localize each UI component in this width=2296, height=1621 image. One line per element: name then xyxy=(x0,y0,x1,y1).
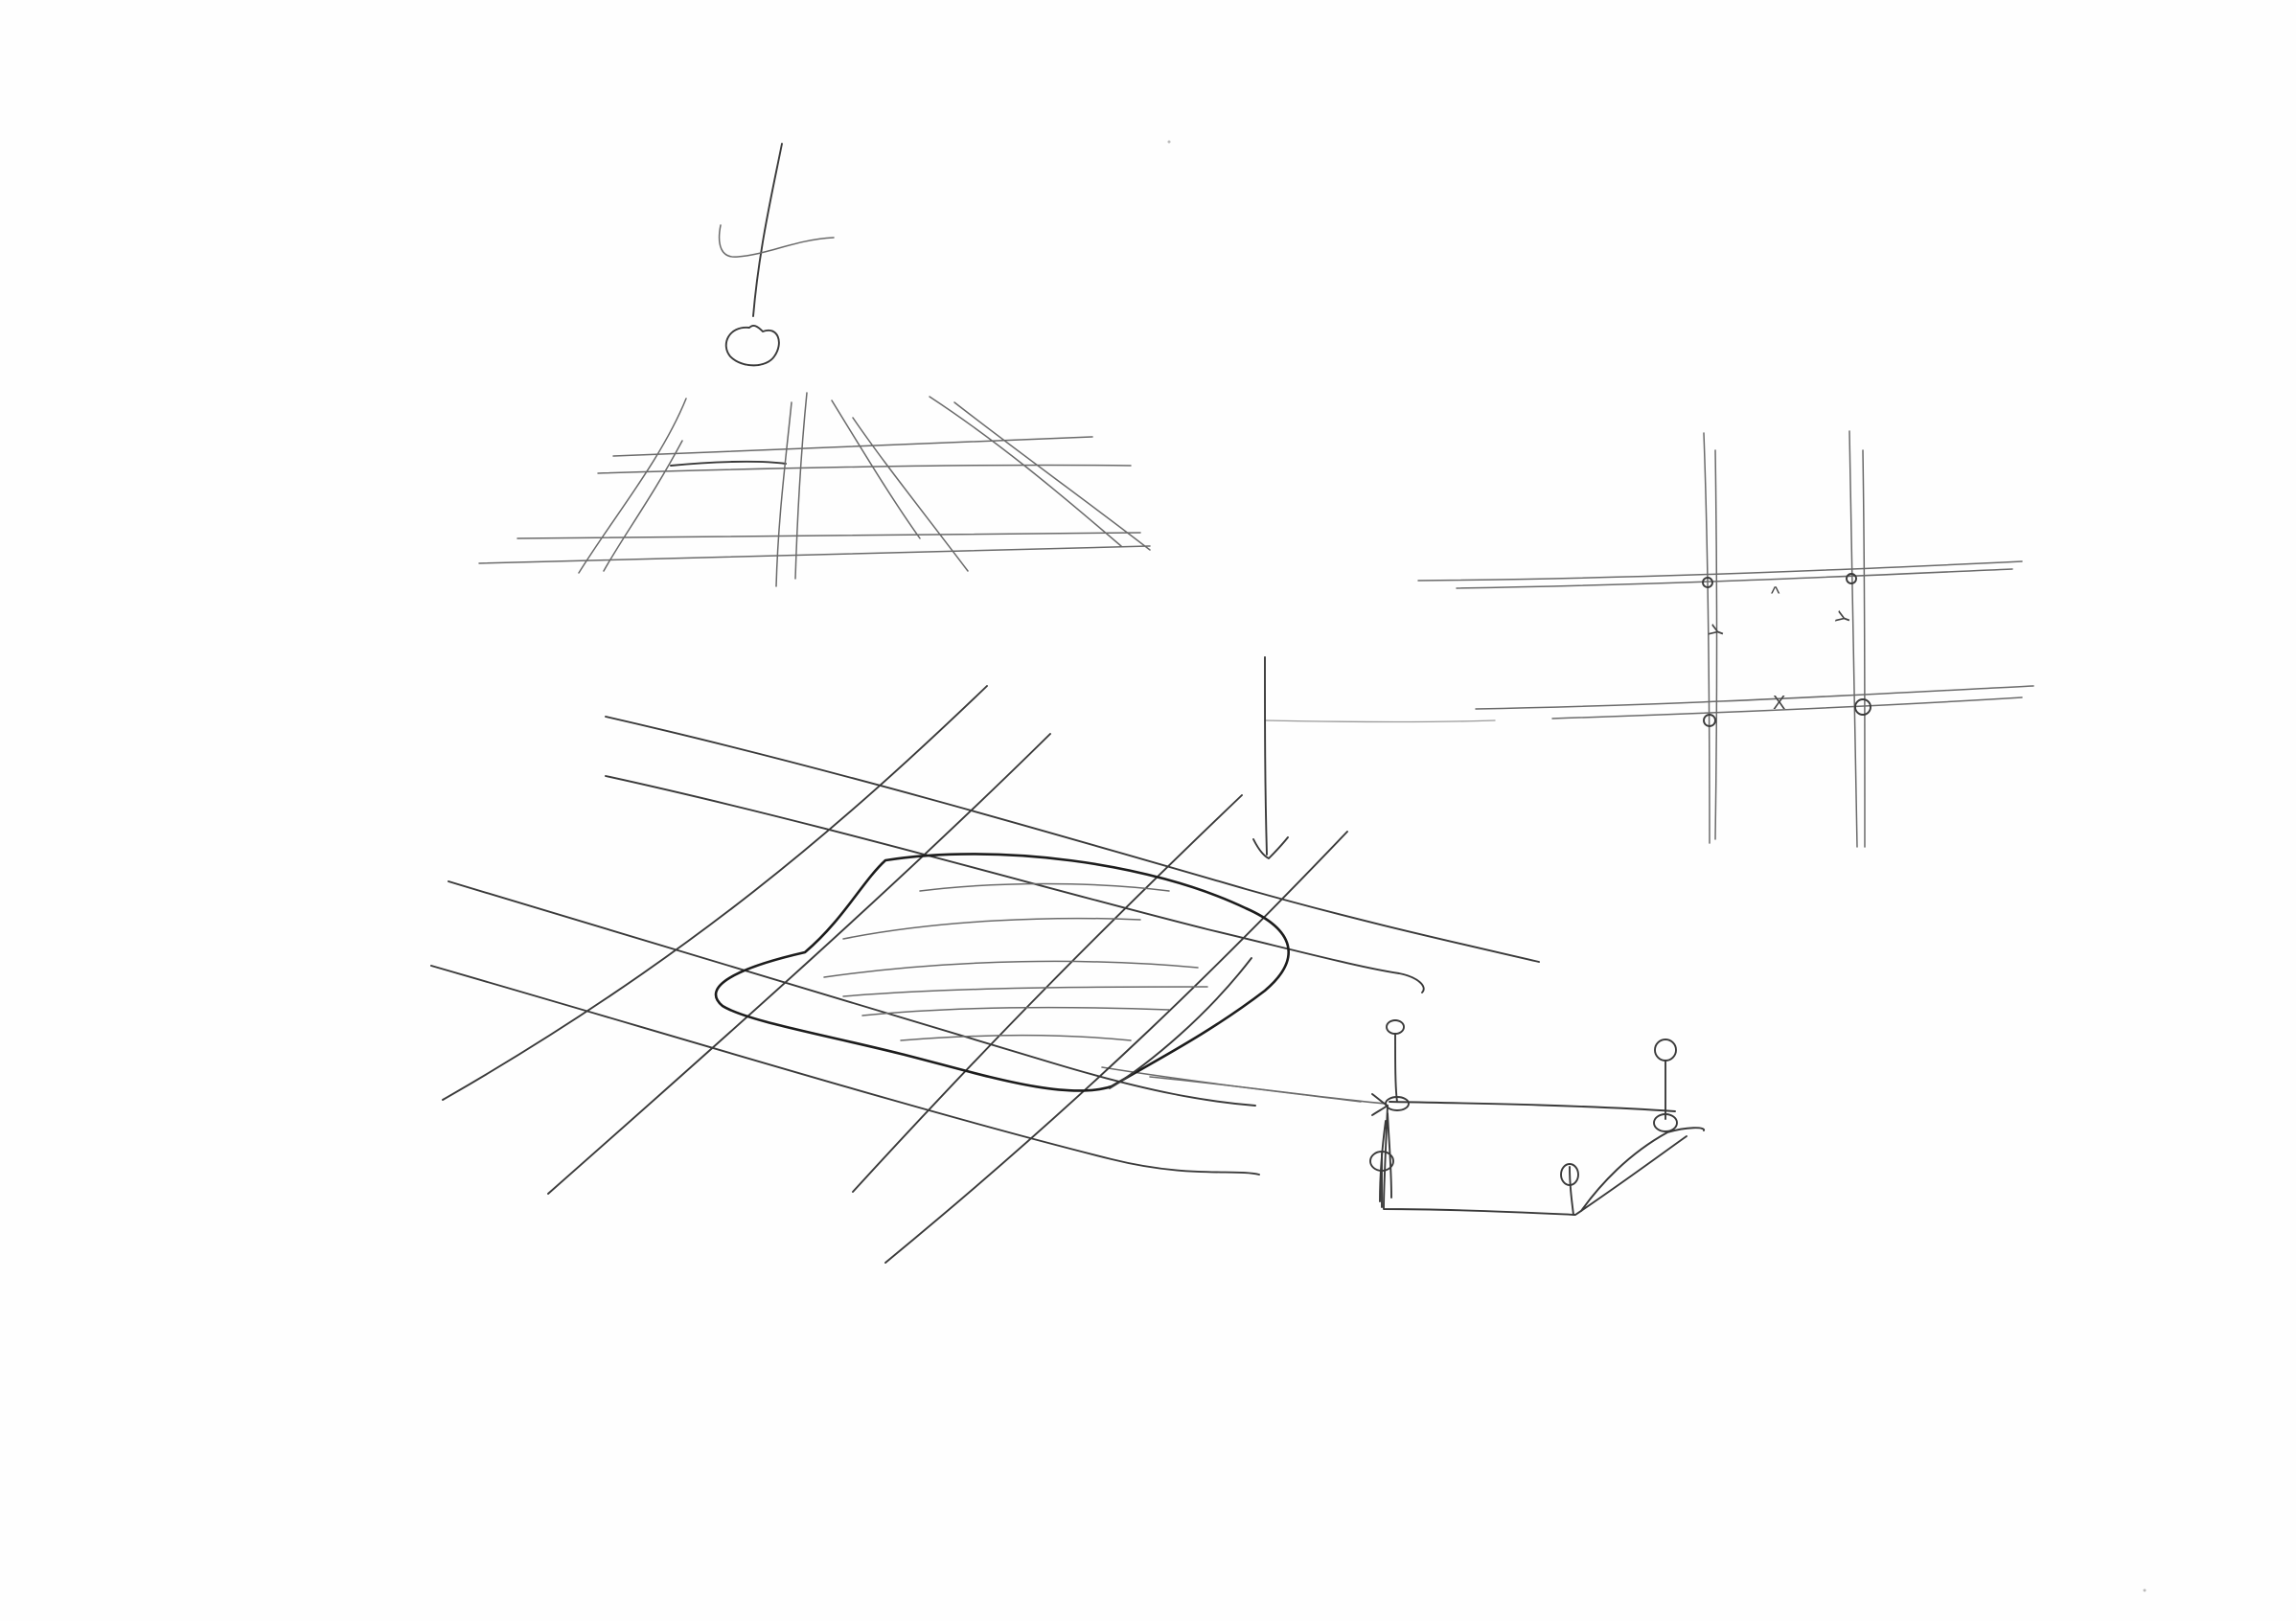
persp-line-4 xyxy=(431,966,1259,1175)
grid-line-h4 xyxy=(517,533,1140,538)
pinned-square-sketch xyxy=(1370,1020,1704,1215)
grid-line-d2 xyxy=(604,441,682,571)
perspective-panel-sketch xyxy=(431,657,1539,1263)
grid-line-h2 xyxy=(598,465,1131,473)
paper-speck-2 xyxy=(2144,1589,2147,1592)
grid-line-d4 xyxy=(853,418,968,571)
cell-grid-v1 xyxy=(1704,433,1710,843)
cord-hook xyxy=(720,225,834,257)
grid-line-h3 xyxy=(671,462,786,466)
persp-diag-3 xyxy=(853,795,1242,1192)
square-outline xyxy=(1384,1102,1687,1215)
pointer-arrow-head xyxy=(1253,837,1288,858)
cell-grid-h3 xyxy=(1476,686,2033,709)
persp-diag-1 xyxy=(443,686,987,1100)
pointer-arrow-shaft xyxy=(1265,657,1267,855)
pin-bottom-right xyxy=(1561,1164,1578,1215)
cell-grid-v4 xyxy=(1863,450,1865,847)
cell-long-faint-line xyxy=(1265,720,1495,722)
grid-line-d3 xyxy=(832,400,920,538)
grid-cell-sketch: ^ Y Y X xyxy=(1265,431,2033,847)
panel-shading xyxy=(824,884,1207,1041)
connector-arrow-shaft xyxy=(1150,1077,1386,1104)
grid-line-d5 xyxy=(930,397,1121,546)
lamp-over-grid-sketch xyxy=(479,144,1150,586)
grid-line-d1 xyxy=(579,399,686,573)
cell-grid-v2 xyxy=(1715,450,1717,839)
panel-outline-stroke-2 xyxy=(1110,958,1251,1088)
persp-diag-4 xyxy=(885,832,1347,1263)
pin-top-left xyxy=(1386,1020,1409,1110)
grid-line-v1 xyxy=(776,402,792,586)
panel-outline xyxy=(716,854,1289,1090)
lamp-bulb xyxy=(726,326,779,365)
paper-speck-1 xyxy=(1168,141,1171,144)
cell-grid-h1 xyxy=(1418,561,2022,581)
grid-line-d6 xyxy=(954,402,1150,550)
cell-mark-top: ^ xyxy=(1771,583,1780,605)
persp-line-1 xyxy=(606,717,1539,962)
grid-line-v2 xyxy=(795,393,807,579)
grid-line-h5 xyxy=(479,546,1150,563)
cell-grid-v3 xyxy=(1849,431,1857,847)
cell-mark-bottom: X xyxy=(1773,693,1785,714)
cell-grid-h4 xyxy=(1552,697,2022,719)
pin-top-right xyxy=(1654,1039,1677,1131)
hanging-cord xyxy=(753,144,782,316)
